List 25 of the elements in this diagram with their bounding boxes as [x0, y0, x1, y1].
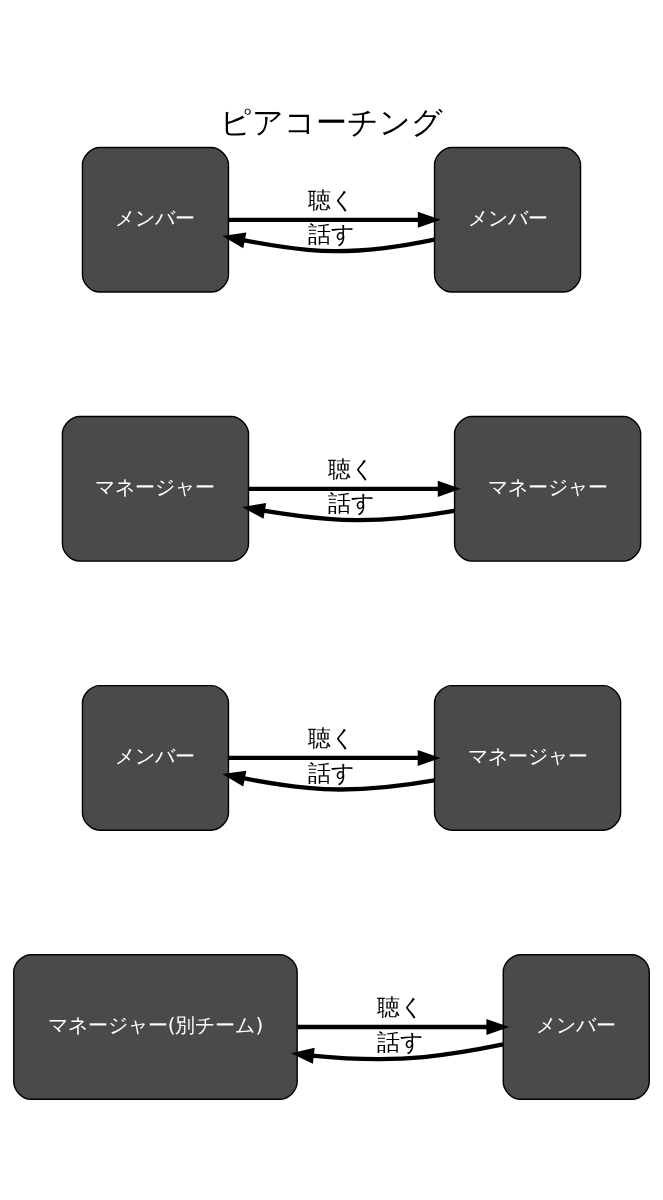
edge-label: 話す [308, 220, 355, 247]
arrow [222, 770, 435, 792]
diagram-title: ピアコーチング [220, 103, 443, 140]
edge-label: 聴く [308, 186, 355, 213]
node-box: マネージャー [61, 415, 250, 562]
node-box: メンバー [81, 684, 230, 831]
node-box: メンバー [433, 146, 582, 293]
edge-label: 話す [308, 759, 355, 786]
edge-label: 聴く [328, 455, 376, 482]
node-box: メンバー [502, 953, 650, 1100]
arrow [222, 232, 435, 253]
edge-label: 話す [328, 489, 376, 516]
node-box: マネージャー(別チーム) [13, 953, 298, 1100]
arrow [248, 480, 461, 497]
edge-label: 聴く [308, 724, 355, 751]
arrow [291, 1041, 504, 1064]
edge-label: 聴く [376, 993, 424, 1020]
arrow [297, 1018, 510, 1035]
edge-label: 話す [376, 1028, 424, 1055]
node-box: マネージャー [433, 684, 622, 831]
arrow [228, 749, 441, 766]
arrow [228, 211, 441, 228]
node-box: マネージャー [453, 415, 642, 562]
node-box: メンバー [81, 146, 230, 293]
arrow [242, 502, 455, 522]
